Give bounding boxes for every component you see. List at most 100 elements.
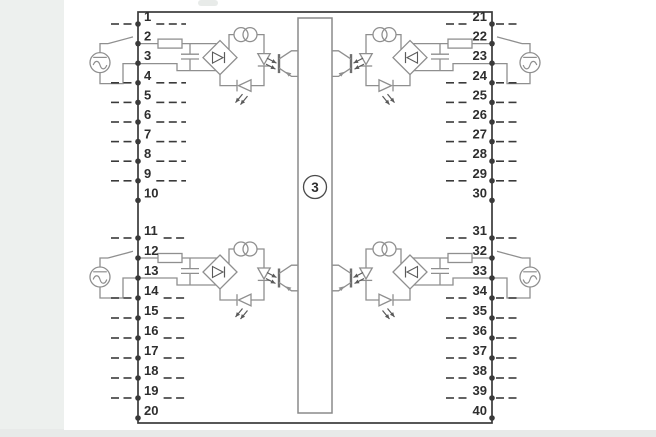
current-source-icon	[372, 26, 397, 43]
pin-number: 11	[144, 223, 158, 238]
switch-icon	[496, 250, 523, 259]
pin3-rail	[138, 62, 217, 72]
pin-number: 28	[473, 146, 487, 161]
pin-12: 12	[135, 243, 158, 261]
bus-block: 3	[297, 17, 333, 414]
pin-number: 1	[144, 9, 151, 24]
bridge-rectifier-icon	[202, 39, 238, 76]
transistor-collector	[332, 50, 352, 60]
source-bottom-wire	[99, 277, 137, 299]
bus-block-label-circle	[302, 174, 328, 200]
pin-7: 7	[111, 127, 186, 145]
pin-dot	[135, 395, 141, 401]
pin-dot	[135, 21, 141, 27]
pin-27: 27	[446, 127, 517, 145]
pin-1: 1	[111, 9, 186, 27]
pin-dot	[489, 40, 495, 47]
input-circuit-bottom-right	[332, 241, 541, 320]
pin-dot	[489, 355, 495, 361]
current-source-icon	[233, 241, 258, 257]
return-wire	[219, 74, 237, 87]
pin-dot	[135, 375, 141, 381]
pin-3: 3	[135, 48, 151, 66]
led-light-arrow	[235, 97, 241, 103]
emitter-arrowhead	[338, 71, 345, 77]
pin-number: 8	[144, 146, 151, 161]
emitter-arrowhead	[285, 286, 292, 291]
bus-block-body	[297, 17, 333, 414]
pin-39: 39	[446, 383, 517, 401]
optocoupler-led-icon	[256, 52, 272, 67]
input-circuit-top-right	[332, 26, 541, 105]
pin-dot	[135, 158, 141, 164]
pin-dot	[489, 197, 495, 204]
return-wire	[393, 289, 411, 301]
pin-dot	[135, 99, 141, 106]
pin-dot	[135, 335, 141, 341]
input-circuit-top-left	[89, 26, 298, 105]
pin-dot	[489, 275, 495, 281]
pin-29: 29	[446, 166, 517, 184]
resistor-icon	[157, 38, 183, 49]
pin-30: 30	[473, 185, 495, 204]
pin-number: 21	[473, 9, 487, 24]
current-source-icon	[372, 241, 397, 257]
sine-glyph	[522, 275, 538, 284]
optocoupler-led-icon	[358, 267, 374, 282]
pin-number: 31	[473, 223, 487, 238]
pin-36: 36	[446, 323, 517, 341]
pin-number: 15	[144, 303, 158, 318]
opto-light-arrow	[354, 279, 360, 284]
pin-33: 33	[473, 263, 495, 281]
pin-number: 19	[144, 383, 158, 398]
opto-light-arrow	[271, 59, 277, 64]
ac-voltage-source-icon	[519, 266, 541, 288]
pin-number: 23	[473, 48, 487, 63]
pin-number: 2	[144, 29, 151, 44]
phototransistor-icon	[332, 50, 353, 78]
status-led-icon	[378, 293, 394, 307]
pin-34: 34	[446, 283, 517, 301]
pin-dot	[135, 295, 141, 301]
pin-22: 22	[473, 29, 495, 47]
pin-number: 30	[473, 185, 487, 200]
pin-11: 11	[111, 223, 185, 241]
pin-17: 17	[111, 343, 185, 361]
pin-number: 40	[473, 403, 487, 418]
pin-14: 14	[111, 283, 185, 301]
pin-38: 38	[446, 363, 517, 381]
pin-number: 7	[144, 127, 151, 142]
optocoupler-led-icon	[358, 52, 374, 67]
bridge-rectifier-icon	[392, 254, 428, 290]
pin-2: 2	[135, 29, 151, 47]
transistor-emitter	[278, 67, 298, 78]
input-circuit-bottom-left	[89, 241, 298, 320]
emitter-arrowhead	[338, 286, 345, 291]
pin-number: 5	[144, 87, 151, 102]
pin-10: 10	[135, 185, 158, 204]
status-led-icon	[236, 293, 252, 307]
pin-dot	[489, 415, 495, 421]
bridge-rectifier-icon	[202, 254, 238, 290]
pin-40: 40	[473, 403, 495, 421]
source-bottom-wire	[99, 62, 137, 85]
pin-dot	[489, 375, 495, 381]
pin-dot	[135, 80, 141, 86]
optocoupler-led-icon	[256, 267, 272, 282]
phototransistor-icon	[277, 50, 298, 78]
pin-dot	[135, 197, 141, 204]
transistor-emitter	[278, 281, 298, 292]
pin-dot	[489, 60, 495, 66]
pin-35: 35	[446, 303, 517, 321]
pin-number: 4	[144, 68, 152, 83]
pin-dot	[489, 138, 495, 145]
pin-number: 29	[473, 166, 487, 181]
pin-dot	[489, 119, 495, 125]
source-top-wire	[99, 257, 108, 267]
pin-dot	[489, 80, 495, 86]
pin-dot	[489, 178, 495, 184]
resistor-icon	[447, 252, 473, 264]
led-light-arrow	[389, 97, 395, 103]
